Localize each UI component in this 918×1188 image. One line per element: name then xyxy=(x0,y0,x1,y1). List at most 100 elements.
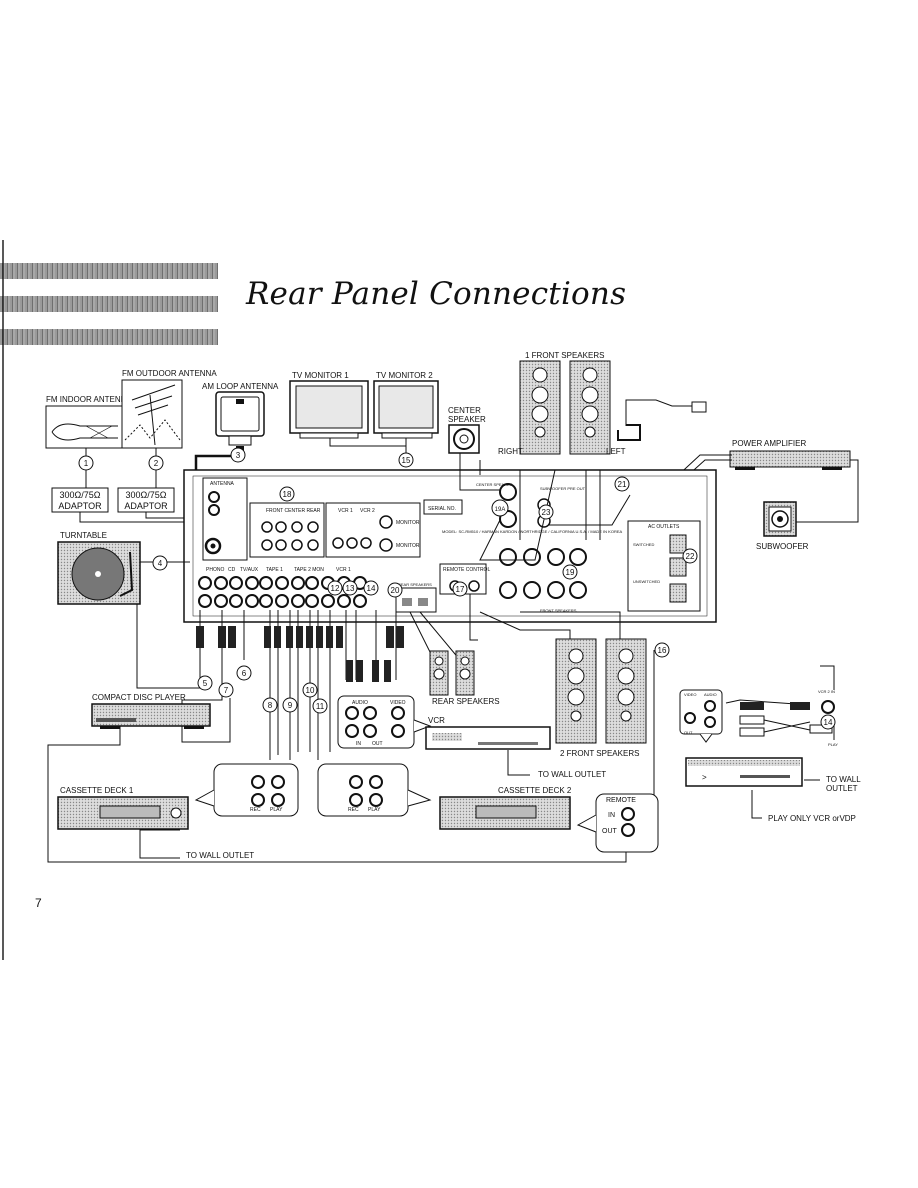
svg-text:OUT: OUT xyxy=(372,741,383,747)
svg-text:18: 18 xyxy=(283,490,292,499)
power-amplifier: POWER AMPLIFIER xyxy=(729,439,851,470)
svg-text:10: 10 xyxy=(306,686,315,695)
rca-jack xyxy=(259,594,273,608)
vcr2-play-only: VCR 2 IN PLAY VIDEO AUDIO OUT > TO WALL … xyxy=(679,665,861,823)
svg-text:VIDEO: VIDEO xyxy=(390,700,406,706)
callout-20: 20 xyxy=(387,582,403,598)
svg-text:13: 13 xyxy=(346,584,355,593)
header-bar-1 xyxy=(0,263,218,279)
svg-text:OUTLET: OUTLET xyxy=(826,784,858,793)
svg-text:VCR: VCR xyxy=(428,716,445,725)
cassette-deck-2: CASSETTE DECK 2 xyxy=(439,786,572,830)
svg-text:REMOTE: REMOTE xyxy=(606,797,636,804)
svg-text:1: 1 xyxy=(84,459,89,468)
callout-17: 17 xyxy=(452,581,468,597)
svg-text:TV MONITOR 1: TV MONITOR 1 xyxy=(292,371,349,380)
callout-2: 2 xyxy=(148,455,164,471)
svg-text:REC: REC xyxy=(250,807,261,813)
svg-text:14: 14 xyxy=(824,718,833,727)
rca-jack xyxy=(198,594,212,608)
front-speakers-1: 1 FRONT SPEAKERS RIGHT LEFT xyxy=(498,351,626,456)
tv-monitor-1: TV MONITOR 1 xyxy=(289,371,369,439)
cassette-deck-1: CASSETTE DECK 1 TO WALL OUTLET xyxy=(57,786,254,860)
svg-text:TO WALL OUTLET: TO WALL OUTLET xyxy=(538,770,606,779)
rca-jack xyxy=(229,576,243,590)
svg-text:>: > xyxy=(702,773,707,782)
rca-jack xyxy=(214,594,228,608)
adaptor-1: 300Ω/75Ω ADAPTOR xyxy=(51,487,109,513)
rca-plugs xyxy=(196,626,404,682)
callout-3: 3 xyxy=(230,447,246,463)
svg-text:SUBWOOFER: SUBWOOFER xyxy=(756,542,809,551)
remote-jacks: REMOTE IN OUT xyxy=(576,793,659,853)
svg-text:TV/AUX: TV/AUX xyxy=(240,567,259,573)
svg-text:PLAY ONLY VCR orVDP: PLAY ONLY VCR orVDP xyxy=(768,814,856,823)
svg-text:2 FRONT SPEAKERS: 2 FRONT SPEAKERS xyxy=(560,749,639,758)
tape-jacks-1: REC PLAY xyxy=(194,763,299,817)
rca-jack xyxy=(245,594,259,608)
page-number: 7 xyxy=(35,896,42,910)
svg-text:POWER AMPLIFIER: POWER AMPLIFIER xyxy=(732,439,806,448)
callout-11: 11 xyxy=(312,698,328,714)
svg-text:OUT: OUT xyxy=(684,730,693,735)
svg-text:REMOTE CONTROL: REMOTE CONTROL xyxy=(443,567,490,573)
rear-speakers: REAR SPEAKERS xyxy=(429,650,500,706)
svg-text:PLAY: PLAY xyxy=(828,742,838,747)
svg-text:REC: REC xyxy=(348,807,359,813)
svg-text:LEFT: LEFT xyxy=(606,447,626,456)
vcr-jacks: AUDIO VIDEO IN OUT xyxy=(337,695,432,749)
svg-text:20: 20 xyxy=(391,586,400,595)
front-speakers-2: 2 FRONT SPEAKERS xyxy=(555,638,647,758)
svg-text:AC OUTLETS: AC OUTLETS xyxy=(648,524,680,530)
svg-text:4: 4 xyxy=(158,559,163,568)
svg-text:22: 22 xyxy=(686,552,695,561)
svg-text:15: 15 xyxy=(402,456,411,465)
svg-text:300Ω/75Ω: 300Ω/75Ω xyxy=(126,490,167,500)
rca-jack xyxy=(214,576,228,590)
svg-text:17: 17 xyxy=(456,585,465,594)
svg-text:AUDIO: AUDIO xyxy=(704,692,717,697)
callout-14: 14 xyxy=(363,580,379,596)
rca-jack xyxy=(291,594,305,608)
tape-jacks-2: REC PLAY xyxy=(317,763,432,817)
callout-13: 13 xyxy=(342,580,358,596)
center-speaker: CENTER SPEAKER xyxy=(448,406,486,454)
fm-outdoor-antenna: FM OUTDOOR ANTENNA xyxy=(121,369,217,449)
svg-text:VCR 1: VCR 1 xyxy=(336,567,351,573)
svg-text:TAPE 2 MON: TAPE 2 MON xyxy=(294,567,324,573)
svg-text:UNSWITCHED: UNSWITCHED xyxy=(633,579,660,584)
svg-text:FRONT SPEAKERS: FRONT SPEAKERS xyxy=(540,608,577,613)
rca-jack xyxy=(353,594,367,608)
page-title: Rear Panel Connections xyxy=(246,276,627,312)
callout-10: 10 xyxy=(302,682,318,698)
rca-jack xyxy=(229,594,243,608)
rca-jack xyxy=(291,576,305,590)
am-loop-antenna: AM LOOP ANTENNA xyxy=(202,382,279,451)
rca-jack xyxy=(259,576,273,590)
fm-outdoor-antenna-label: FM OUTDOOR ANTENNA xyxy=(122,369,217,378)
callout-15: 15 xyxy=(398,452,414,468)
svg-text:AUDIO: AUDIO xyxy=(352,700,368,706)
svg-text:COMPACT DISC PLAYER: COMPACT DISC PLAYER xyxy=(92,693,186,702)
svg-text:REAR SPEAKERS: REAR SPEAKERS xyxy=(432,697,500,706)
callout-9: 9 xyxy=(282,697,298,713)
rca-jack xyxy=(305,594,319,608)
svg-text:CENTER SPEAKER: CENTER SPEAKER xyxy=(476,482,513,487)
svg-text:ADAPTOR: ADAPTOR xyxy=(58,501,102,511)
header-bar-3 xyxy=(0,329,218,345)
svg-text:3: 3 xyxy=(236,451,241,460)
callout-6: 6 xyxy=(236,665,252,681)
callout-12: 12 xyxy=(327,580,343,596)
callout-19: 19 xyxy=(562,564,578,580)
compact-disc-player: COMPACT DISC PLAYER xyxy=(91,693,211,729)
svg-text:SPEAKER: SPEAKER xyxy=(448,415,486,424)
callout-16: 16 xyxy=(654,642,670,658)
callout-18: 18 xyxy=(279,486,295,502)
callout-14: 14 xyxy=(820,714,836,730)
svg-text:PLAY: PLAY xyxy=(368,807,381,813)
svg-text:16: 16 xyxy=(658,646,667,655)
fm-indoor-antenna: FM INDOOR ANTENNA xyxy=(45,395,132,449)
svg-text:SUBWOOFER PRE OUT: SUBWOOFER PRE OUT xyxy=(540,486,586,491)
svg-text:CASSETTE DECK 2: CASSETTE DECK 2 xyxy=(498,786,572,795)
